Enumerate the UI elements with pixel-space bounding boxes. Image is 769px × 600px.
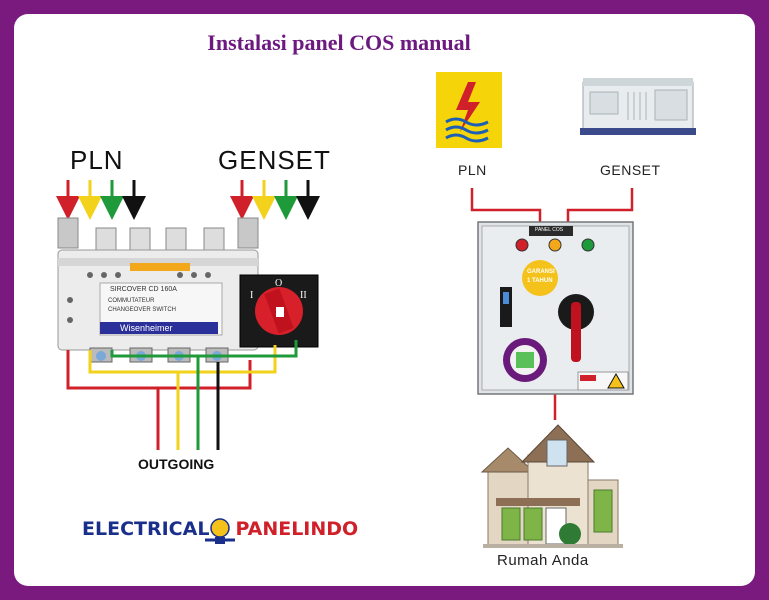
dial-position-right: II bbox=[300, 290, 307, 301]
right-genset-label: GENSET bbox=[600, 162, 661, 178]
genset-icon bbox=[580, 78, 696, 135]
panel-feeders bbox=[470, 188, 634, 420]
switch-line1-text: COMMUTATEUR bbox=[108, 298, 155, 304]
switch-maker-text: Wisenheimer bbox=[120, 323, 173, 333]
page-title: Instalasi panel COS manual bbox=[207, 30, 471, 55]
house-icon bbox=[480, 424, 623, 548]
warranty-badge-line2: 1 TAHUN bbox=[527, 278, 553, 284]
left-genset-label: GENSET bbox=[218, 145, 331, 175]
switch-brand-text: SIRCOVER CD 160A bbox=[110, 286, 177, 293]
panelindo-bulb-icon bbox=[205, 518, 235, 544]
panel-label: PANEL COS bbox=[535, 227, 564, 233]
warranty-badge-line1: GARANSI bbox=[527, 269, 555, 275]
dial-position-center: O bbox=[275, 278, 283, 289]
brand-part2: PANELINDO bbox=[235, 518, 359, 540]
pln-input-arrows bbox=[56, 180, 146, 220]
changeover-switch bbox=[57, 217, 319, 363]
outgoing-label: OUTGOING bbox=[138, 456, 215, 472]
dial-position-left: I bbox=[250, 290, 254, 301]
genset-input-arrows bbox=[230, 180, 320, 220]
cos-panel bbox=[477, 221, 634, 395]
left-pln-label: PLN bbox=[70, 145, 124, 175]
house-label: Rumah Anda bbox=[497, 552, 589, 569]
pln-logo-icon bbox=[436, 72, 502, 148]
switch-line2-text: CHANGEOVER SWITCH bbox=[108, 307, 177, 313]
switch-wiring bbox=[66, 340, 298, 450]
brand-part1: ELECTRICAL bbox=[82, 518, 210, 540]
brand-logo: ELECTRICAL PANELINDO bbox=[82, 518, 358, 540]
right-pln-label: PLN bbox=[458, 162, 487, 178]
